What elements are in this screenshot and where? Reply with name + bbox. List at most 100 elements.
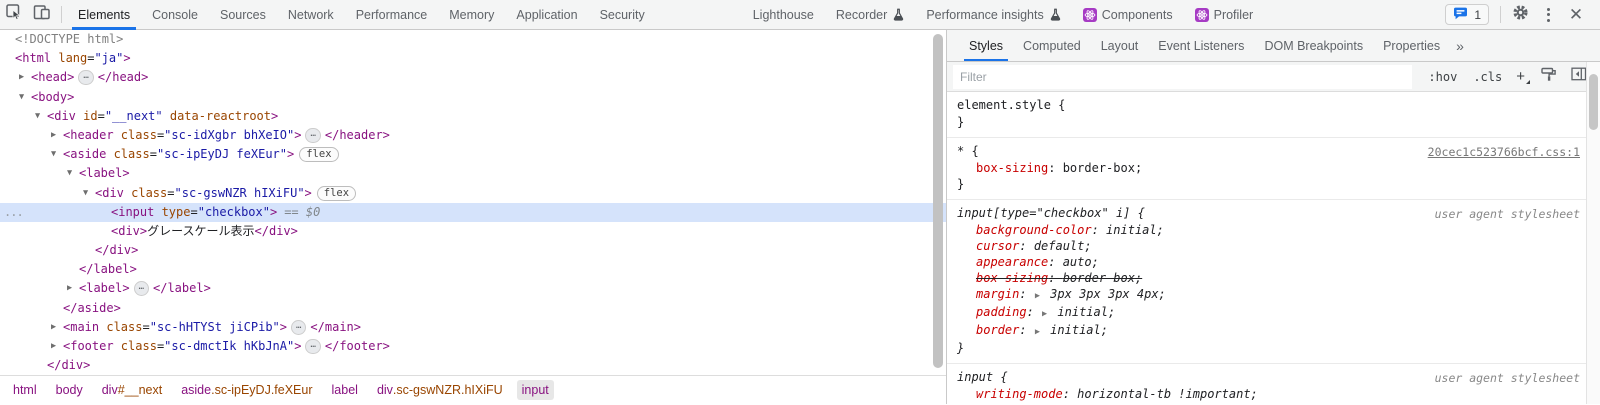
- css-selector[interactable]: element.style: [957, 98, 1051, 112]
- toggle-element-state-button[interactable]: :hov: [1428, 69, 1458, 84]
- tab-application[interactable]: Application: [505, 0, 588, 30]
- tab-layout[interactable]: Layout: [1091, 30, 1149, 61]
- tab-recorder[interactable]: Recorder: [825, 0, 915, 30]
- dom-tree-row[interactable]: ▶<head>…</head>: [0, 68, 946, 87]
- tab-lighthouse[interactable]: Lighthouse: [742, 0, 825, 30]
- tab-styles[interactable]: Styles: [959, 30, 1013, 61]
- css-property[interactable]: box-sizing: border-box;: [976, 161, 1143, 175]
- issues-button[interactable]: 1: [1445, 4, 1489, 25]
- breadcrumb-item[interactable]: body: [51, 380, 88, 400]
- dom-tree-row[interactable]: ▶<header class="sc-idXgbr bhXeIO">…</hea…: [0, 126, 946, 145]
- rendering-emulations-button[interactable]: [1541, 67, 1557, 87]
- breadcrumb-item[interactable]: input: [516, 380, 554, 400]
- new-style-rule-button[interactable]: +: [1516, 68, 1530, 85]
- dom-tree-row[interactable]: ...<input type="checkbox">== $0: [0, 202, 946, 222]
- css-property[interactable]: writing-mode: horizontal-tb !important;: [976, 387, 1258, 401]
- css-property[interactable]: cursor: default;: [976, 239, 1092, 253]
- dom-tree-row[interactable]: <html lang="ja">: [0, 49, 946, 68]
- dom-tree-row[interactable]: ▶<main class="sc-hHTYSt jiCPib">…</main>: [0, 318, 946, 337]
- inspect-element-button[interactable]: [0, 1, 28, 29]
- css-selector[interactable]: input[type="checkbox" i]: [957, 206, 1131, 220]
- collapse-arrow-icon[interactable]: ▼: [67, 168, 73, 179]
- tab-performance[interactable]: Performance: [345, 0, 439, 30]
- styles-scrollbar-track[interactable]: [1586, 62, 1600, 404]
- tab-event-listeners[interactable]: Event Listeners: [1148, 30, 1254, 61]
- row-actions-ellipsis[interactable]: ...: [4, 204, 24, 219]
- breadcrumb-item[interactable]: html: [8, 380, 42, 400]
- css-property[interactable]: margin: ▶ 3px 3px 3px 4px;: [976, 287, 1166, 301]
- css-property[interactable]: box-sizing: border-box;: [976, 271, 1143, 285]
- css-property[interactable]: appearance: auto;: [976, 255, 1099, 269]
- element-classes-button[interactable]: .cls: [1473, 69, 1503, 84]
- toggle-sidebar-button[interactable]: [1571, 67, 1587, 86]
- tab-properties[interactable]: Properties: [1373, 30, 1450, 61]
- css-selector[interactable]: *: [957, 144, 965, 158]
- close-devtools-button[interactable]: ✕: [1562, 1, 1590, 29]
- collapsed-content-ellipsis[interactable]: …: [305, 127, 321, 143]
- dom-tree-row[interactable]: <!DOCTYPE html>: [0, 30, 946, 49]
- collapsed-content-ellipsis[interactable]: …: [78, 70, 94, 86]
- dom-tree-row[interactable]: ▼<body>: [0, 88, 946, 107]
- collapse-arrow-icon[interactable]: ▼: [19, 91, 25, 102]
- breadcrumb-item[interactable]: div.sc-gswNZR.hIXiFU: [372, 380, 508, 400]
- dom-tree-row[interactable]: ▶<label>…</label>: [0, 279, 946, 298]
- tab-memory[interactable]: Memory: [438, 0, 505, 30]
- css-selector[interactable]: input: [957, 370, 994, 384]
- expand-value-icon[interactable]: ▶: [1034, 291, 1040, 301]
- dom-tree-row[interactable]: <div>グレースケール表示</div>: [0, 222, 946, 241]
- breadcrumb-item[interactable]: div#__next: [97, 380, 167, 400]
- expand-arrow-icon[interactable]: ▶: [51, 129, 57, 140]
- collapsed-content-ellipsis[interactable]: …: [305, 339, 321, 354]
- more-options-button[interactable]: [1534, 1, 1562, 29]
- collapse-arrow-icon[interactable]: ▼: [35, 110, 41, 121]
- dom-tree-row[interactable]: </aside>: [0, 299, 946, 318]
- css-property[interactable]: padding: ▶ initial;: [976, 305, 1116, 319]
- expand-arrow-icon[interactable]: ▶: [19, 72, 25, 83]
- dom-tree-row[interactable]: </div>: [0, 241, 946, 260]
- expand-value-icon[interactable]: ▶: [1034, 327, 1040, 337]
- tab-security[interactable]: Security: [589, 0, 656, 30]
- css-property-name: writing-mode: [976, 387, 1063, 401]
- styles-filter-input[interactable]: [953, 64, 1413, 89]
- dom-tree-row[interactable]: ▶<footer class="sc-dmctIk hKbJnA">…</foo…: [0, 337, 946, 356]
- tab-network[interactable]: Network: [277, 0, 345, 30]
- tab-label: Memory: [449, 7, 495, 22]
- breadcrumb-item[interactable]: aside.sc-ipEyDJ.feXEur: [176, 380, 317, 400]
- tab-profiler[interactable]: Profiler: [1184, 0, 1265, 30]
- dom-tree-row[interactable]: ▼<div class="sc-gswNZR hIXiFU">flex: [0, 184, 946, 203]
- breadcrumb-item[interactable]: label: [327, 380, 363, 400]
- expand-arrow-icon[interactable]: ▶: [67, 283, 73, 294]
- tab-computed[interactable]: Computed: [1013, 30, 1091, 61]
- more-tabs-button[interactable]: »: [1456, 37, 1464, 54]
- dom-tree-row[interactable]: </label>: [0, 260, 946, 279]
- tab-dom-breakpoints[interactable]: DOM Breakpoints: [1254, 30, 1373, 61]
- css-property[interactable]: border: ▶ initial;: [976, 323, 1108, 337]
- tab-sources[interactable]: Sources: [209, 0, 277, 30]
- tab-console[interactable]: Console: [141, 0, 209, 30]
- dom-tree-row[interactable]: </div>: [0, 356, 946, 375]
- settings-button[interactable]: [1506, 1, 1534, 29]
- expand-arrow-icon[interactable]: ▶: [51, 341, 57, 351]
- flex-badge[interactable]: flex: [316, 185, 357, 201]
- collapsed-content-ellipsis[interactable]: …: [291, 319, 307, 335]
- collapse-arrow-icon[interactable]: ▼: [51, 149, 57, 160]
- dom-tree-row[interactable]: ▼<aside class="sc-ipEyDJ feXEur">flex: [0, 145, 946, 164]
- tab-performance-insights[interactable]: Performance insights: [915, 0, 1071, 30]
- dom-tree-row[interactable]: ▼<div id="__next" data-reactroot>: [0, 107, 946, 126]
- elements-scrollbar-thumb[interactable]: [933, 34, 943, 368]
- react-icon: [1194, 7, 1209, 22]
- expand-value-icon[interactable]: ▶: [1042, 309, 1048, 319]
- flex-badge[interactable]: flex: [299, 147, 339, 163]
- tab-elements[interactable]: Elements: [67, 0, 141, 30]
- styles-scrollbar-thumb[interactable]: [1589, 74, 1598, 130]
- css-property[interactable]: background-color: initial;: [976, 223, 1164, 237]
- toggle-device-toolbar-button[interactable]: [28, 1, 56, 29]
- code-token: "checkbox": [197, 204, 270, 219]
- dom-tree-row[interactable]: ▼<label>: [0, 164, 946, 183]
- css-source-link[interactable]: 20cec1c523766bcf.css:1: [1427, 145, 1580, 159]
- expand-arrow-icon[interactable]: ▶: [51, 321, 57, 332]
- tab-components[interactable]: Components: [1072, 0, 1184, 30]
- css-property[interactable]: font-style: ;: [957, 402, 1574, 404]
- collapsed-content-ellipsis[interactable]: …: [133, 281, 149, 297]
- collapse-arrow-icon[interactable]: ▼: [83, 187, 89, 198]
